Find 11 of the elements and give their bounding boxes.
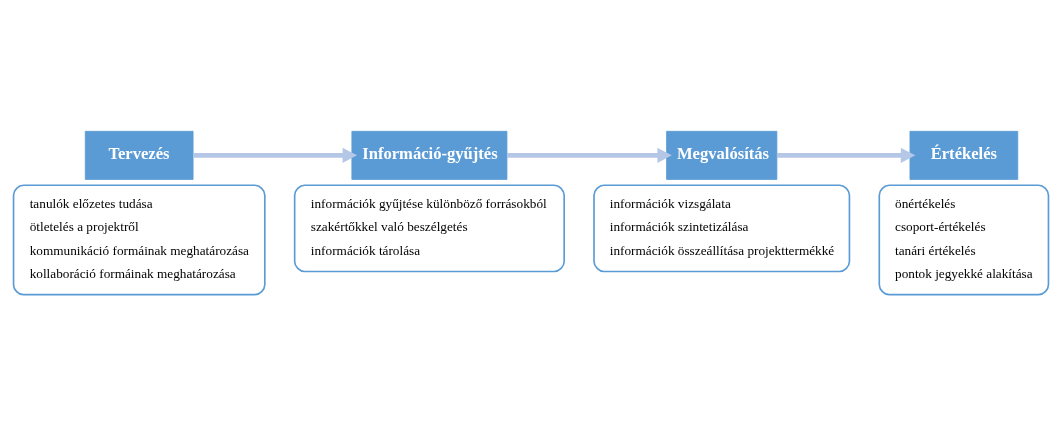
arrow bbox=[777, 147, 916, 163]
node-box: önértékelés csoport-értékelés tanári értékelés pontok jegyekké alakítása bbox=[878, 184, 1050, 296]
node-box: Információ-gyűjtés bbox=[351, 130, 508, 180]
node-box: Megvalósítás bbox=[666, 130, 778, 180]
arrow bbox=[507, 147, 672, 163]
node-box: tanulók előzetes tudása ötletelés a projektről kommunikáció formáinak meghatározása kollaboráció formáinak meghatározása bbox=[12, 184, 266, 296]
node-box: információk vizsgálata információk szintetizálása információk összeállítása projekttermékké bbox=[593, 184, 851, 273]
node-box: információk gyűjtése különböző forrásokból szakértőkkel való beszélgetés információk tárolása bbox=[293, 184, 565, 273]
node-box: Értékelés bbox=[909, 130, 1019, 180]
node-box: Tervezés bbox=[84, 130, 194, 180]
arrow bbox=[193, 147, 358, 163]
